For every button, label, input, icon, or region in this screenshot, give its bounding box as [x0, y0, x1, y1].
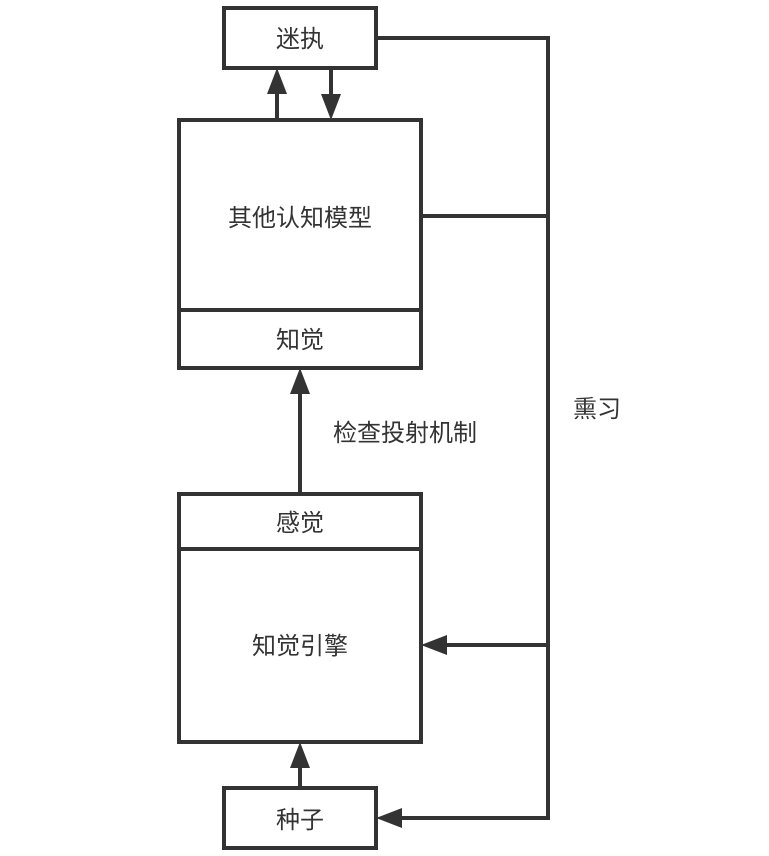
edge-habituation-bus [376, 36, 550, 820]
arrowhead-down-model [321, 94, 341, 120]
habituation-label: 熏习 [573, 395, 621, 423]
seed-box[interactable] [222, 786, 378, 850]
arrowhead-up-perception [290, 368, 310, 394]
perception-label: 知觉 [276, 326, 324, 354]
other-cognitive-models-box[interactable] [177, 118, 423, 370]
delusion-label: 迷执 [276, 25, 324, 53]
arrowhead-left-seed [376, 808, 402, 828]
arrowhead-left-engine [421, 635, 447, 655]
sensation-label: 感觉 [276, 509, 324, 537]
arrowhead-up-engine [290, 742, 310, 768]
check-projection-label: 检查投射机制 [333, 419, 477, 447]
arrowhead-up-delusion [267, 68, 287, 94]
perception-engine-label: 知觉引擎 [252, 632, 348, 660]
delusion-box[interactable] [222, 6, 378, 70]
other-cognitive-models-label: 其他认知模型 [228, 204, 372, 232]
seed-label: 种子 [276, 806, 324, 834]
